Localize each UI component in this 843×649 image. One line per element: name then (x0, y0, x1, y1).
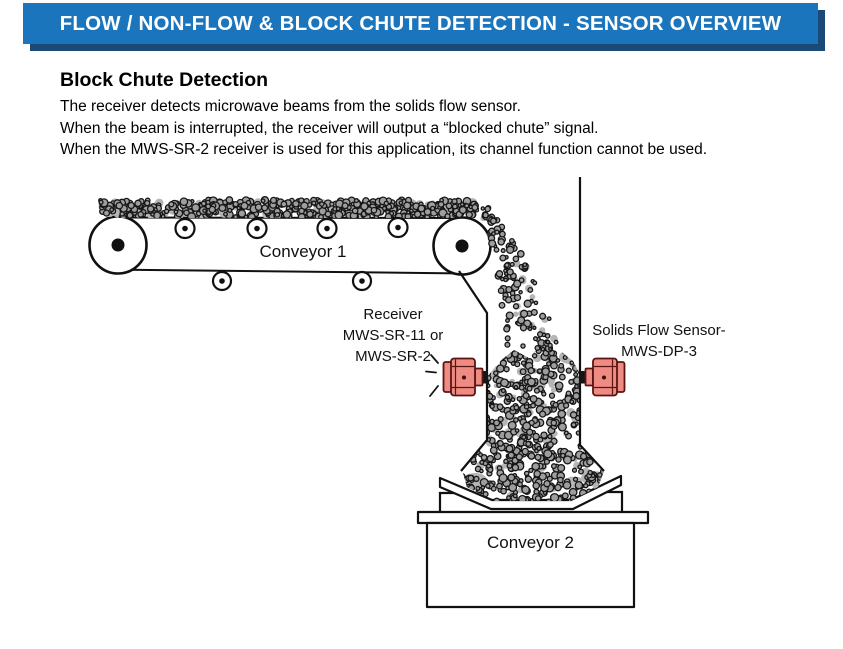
receiver-label-line-2: MWS-SR-11 or (342, 327, 444, 344)
section-heading: Block Chute Detection (60, 69, 269, 91)
body-line-1: The receiver detects microwave beams fro… (60, 98, 521, 115)
receiver-label-line-3: MWS-SR-2 (355, 348, 431, 365)
idler-rollers (174, 216, 409, 292)
body-line-3: When the MWS-SR-2 receiver is used for t… (60, 141, 708, 158)
solids-flow-sensor (580, 357, 626, 397)
receiver-label-line-1: Receiver (363, 306, 423, 323)
conveyor-2-label: Conveyor 2 (487, 533, 574, 552)
falling-material (480, 204, 559, 353)
section-body: The receiver detects microwave beams fro… (60, 96, 707, 161)
conveyor-2-box (425, 521, 636, 609)
trough-platform (416, 510, 650, 525)
conveyor-1-label: Conveyor 1 (259, 242, 347, 261)
conveyor-1-belt (88, 215, 492, 276)
page-title: FLOW / NON-FLOW & BLOCK CHUTE DETECTION … (59, 11, 782, 35)
trough-stand-right-step (601, 490, 624, 512)
signal-waves-icon (425, 354, 439, 397)
chute-right-wall (578, 177, 605, 472)
header-bar: FLOW / NON-FLOW & BLOCK CHUTE DETECTION … (23, 3, 818, 44)
solids-sensor-label: Solids Flow Sensor- MWS-DP-3 (572, 321, 746, 362)
solids-sensor-label-line-1: Solids Flow Sensor- (592, 322, 726, 339)
receiver-sensor (425, 354, 488, 397)
body-line-2: When the beam is interrupted, the receiv… (60, 119, 599, 137)
solids-sensor-label-line-2: MWS-DP-3 (621, 342, 697, 360)
receiver-label: Receiver MWS-SR-11 or MWS-SR-2 (308, 304, 478, 367)
material-on-belt (98, 196, 479, 218)
